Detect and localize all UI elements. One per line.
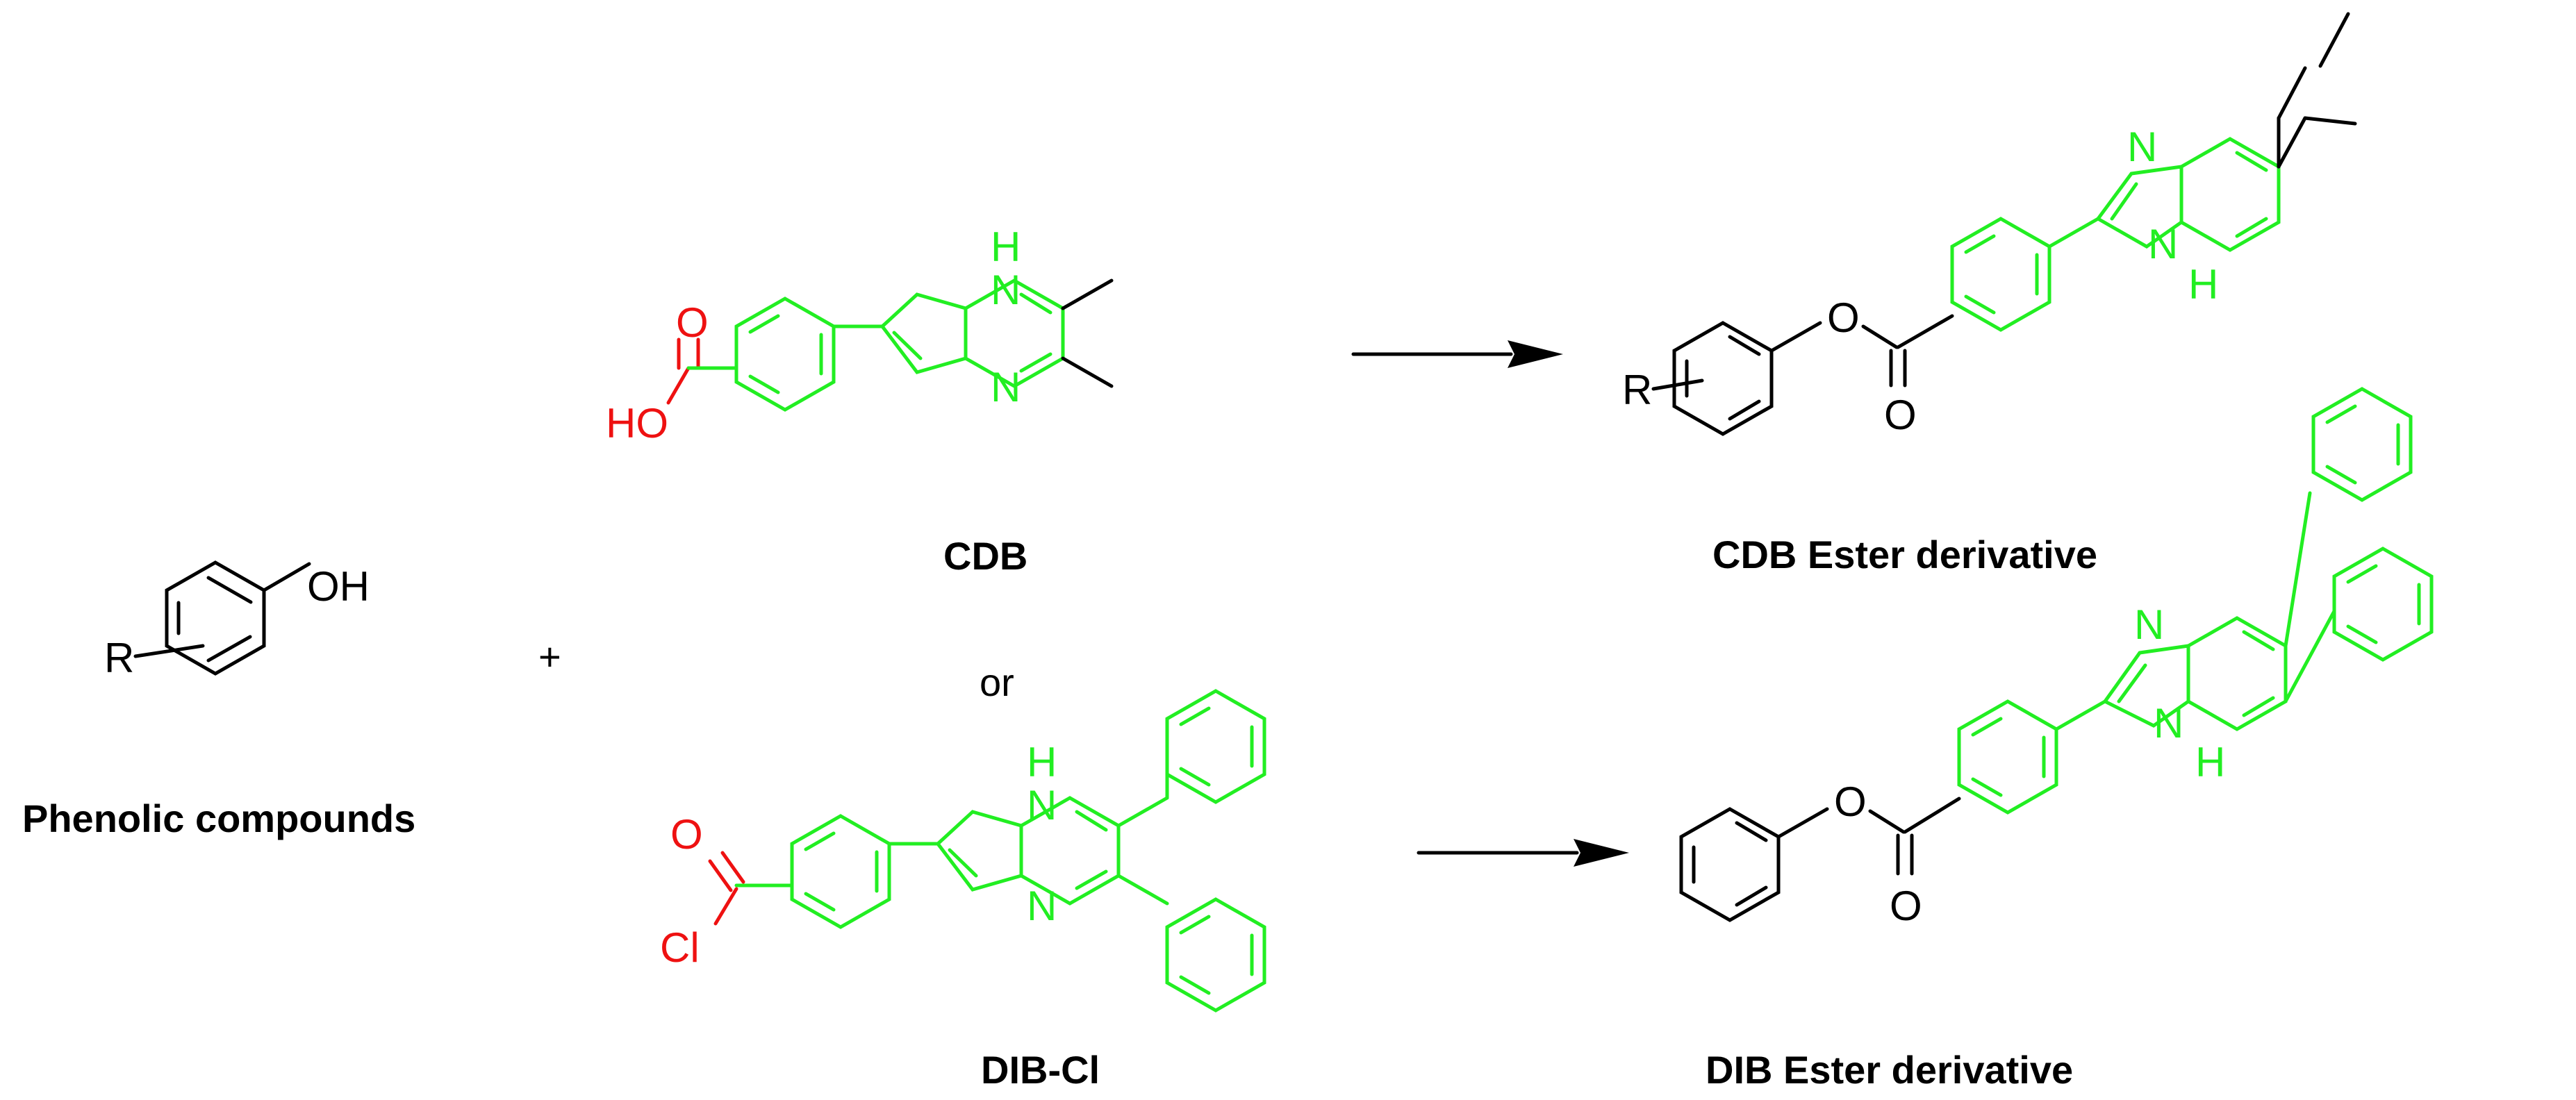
cdb-ester-nh-h-atom: H [2188, 261, 2218, 308]
dib-cl-label: DIB-Cl [981, 1048, 1100, 1092]
dib-ester-o-atom: O [1834, 778, 1867, 825]
cdb-n-atom: N [991, 364, 1021, 410]
phenolic-compounds-label: Phenolic compounds [22, 797, 415, 840]
cdb-ester-structure: R O O N N H [1622, 12, 2357, 438]
cdb-structure: O HO H N N [606, 224, 1114, 447]
cdb-nh-h-atom: H [991, 224, 1021, 270]
dib-ester-n-atom: N [2134, 601, 2164, 648]
phenol-structure: OH R [104, 560, 370, 681]
dib-n-atom: N [1027, 883, 1057, 929]
bottom-reaction-arrow [1417, 839, 1629, 867]
dib-ester-structure: O O N N H [1679, 387, 2434, 929]
cdb-nh-n-atom: N [991, 267, 1021, 313]
cdb-ester-carbonyl-o-atom: O [1884, 392, 1917, 438]
cdb-ester-r-atom: R [1622, 367, 1652, 413]
dib-carbonyl-o-atom: O [670, 811, 703, 858]
cdb-label: CDB [943, 534, 1027, 578]
dib-ester-carbonyl-o-atom: O [1890, 883, 1922, 929]
top-reaction-arrow [1351, 340, 1563, 368]
dib-ester-nh-h-atom: H [2195, 739, 2225, 785]
cdb-ester-nh-n-atom: N [2148, 221, 2178, 267]
dib-nh-n-atom: N [1027, 782, 1057, 828]
dib-ester-nh-n-atom: N [2154, 700, 2183, 747]
phenol-oh-atom: OH [307, 563, 370, 610]
dib-nh-h-atom: H [1027, 739, 1057, 785]
plus-sign: + [538, 635, 561, 678]
cdb-hydroxyl-atom: HO [606, 400, 668, 447]
cdb-ester-o-atom: O [1827, 294, 1860, 341]
dib-chloride-atom: Cl [660, 924, 700, 971]
or-label: or [980, 660, 1014, 704]
dib-cl-structure: O Cl H N N [660, 689, 1266, 1012]
cdb-ester-n-atom: N [2127, 124, 2157, 170]
cdb-ester-derivative-label: CDB Ester derivative [1712, 533, 2097, 576]
dib-ester-derivative-label: DIB Ester derivative [1706, 1048, 2073, 1092]
cdb-carbonyl-o-atom: O [676, 299, 709, 346]
r-group-atom: R [104, 635, 134, 681]
